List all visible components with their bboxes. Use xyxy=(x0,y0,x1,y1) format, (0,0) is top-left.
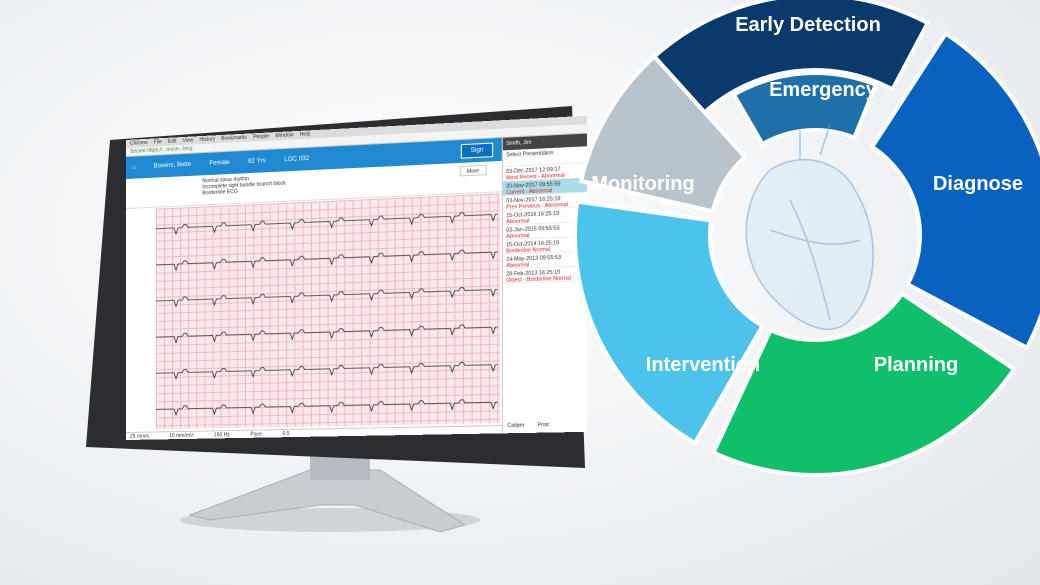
segment-monitoring xyxy=(578,53,748,214)
segment-emergency xyxy=(731,71,879,147)
segment-label: Monitoring xyxy=(591,173,694,195)
segment-planning xyxy=(710,290,1017,477)
segment-label: Intervention xyxy=(646,354,760,376)
segment-intervention xyxy=(573,199,766,446)
segment-label: Diagnose xyxy=(933,173,1023,195)
segment-label: Emergency xyxy=(769,79,878,101)
segment-label: Planning xyxy=(874,354,958,376)
segment-early-detection xyxy=(651,0,931,116)
segment-label: Early Detection xyxy=(735,14,881,36)
heart-illustration xyxy=(745,124,874,330)
